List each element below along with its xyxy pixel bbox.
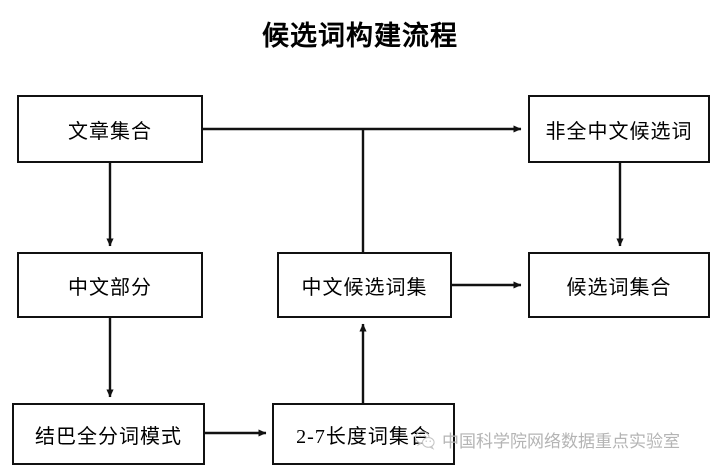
node-chinese-part-label: 中文部分 bbox=[68, 276, 152, 299]
node-jieba-full-mode: 结巴全分词模式 bbox=[12, 403, 205, 465]
node-chinese-candidate-set-label: 中文候选词集 bbox=[301, 276, 428, 299]
node-candidate-set-label: 候选词集合 bbox=[566, 276, 672, 299]
node-length-2-7-word-set: 2-7长度词集合 bbox=[272, 403, 455, 465]
node-articles: 文章集合 bbox=[17, 95, 203, 163]
node-jieba-full-mode-label: 结巴全分词模式 bbox=[35, 425, 182, 448]
node-candidate-set: 候选词集合 bbox=[528, 252, 710, 318]
node-chinese-candidate-set: 中文候选词集 bbox=[277, 252, 452, 318]
node-length-2-7-word-set-label: 2-7长度词集合 bbox=[296, 425, 431, 448]
node-non-chinese-candidates-label: 非全中文候选词 bbox=[545, 120, 693, 143]
node-articles-label: 文章集合 bbox=[68, 120, 152, 143]
page-title: 候选词构建流程 bbox=[262, 21, 458, 52]
node-chinese-part: 中文部分 bbox=[17, 252, 203, 318]
node-non-chinese-candidates: 非全中文候选词 bbox=[528, 95, 710, 163]
